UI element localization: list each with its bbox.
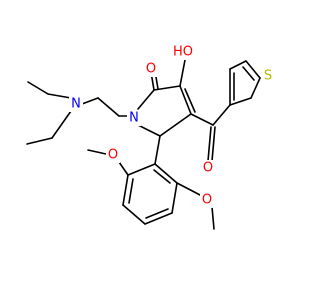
bond — [229, 60, 247, 70]
bond — [26, 137, 53, 145]
bond — [137, 124, 161, 137]
bond — [137, 89, 155, 110]
bond — [154, 163, 178, 184]
bond — [245, 60, 261, 79]
bond — [87, 149, 107, 155]
bond — [154, 135, 161, 165]
label-backdrop — [201, 160, 215, 176]
ring-nitrogen-label: N — [129, 111, 139, 126]
bond — [171, 182, 178, 214]
bond — [118, 161, 129, 176]
bond — [184, 88, 196, 113]
thiophene-sulfur-label: S — [264, 69, 272, 84]
bond — [250, 77, 261, 99]
bond — [144, 212, 173, 225]
bond — [242, 66, 255, 81]
bond — [190, 113, 214, 126]
hydroxyl-label: HO — [173, 45, 193, 60]
bond — [211, 126, 216, 162]
bond — [122, 204, 146, 225]
label-backdrop — [144, 61, 158, 77]
molecule-structure: N N O HO O S O O — [26, 44, 275, 230]
bond — [81, 97, 99, 105]
bond — [47, 93, 72, 99]
bond — [229, 97, 252, 106]
label-backdrop — [200, 192, 214, 208]
bond — [212, 104, 231, 126]
methoxy-oxygen-label: O — [108, 148, 118, 163]
label-backdrop — [106, 147, 120, 163]
label-backdrop — [261, 68, 275, 84]
bond — [122, 174, 129, 206]
bond — [145, 208, 169, 219]
bond — [176, 182, 203, 197]
label-backdrop — [127, 110, 141, 126]
bond — [97, 97, 120, 117]
label-backdrop — [69, 96, 83, 112]
amine-nitrogen-label: N — [71, 97, 81, 112]
carbonyl-oxygen-label: O — [146, 62, 156, 77]
ketone-oxygen-label: O — [203, 161, 213, 176]
bond — [159, 113, 192, 137]
bond — [211, 206, 215, 230]
methoxy-oxygen-label: O — [202, 193, 212, 208]
bond — [128, 178, 134, 204]
bond — [127, 163, 156, 176]
bond — [179, 85, 192, 115]
bonds — [26, 59, 261, 230]
bond — [179, 59, 186, 87]
bond — [51, 110, 72, 139]
bond — [207, 126, 212, 162]
atom-labels: N N O HO O S O O — [69, 44, 275, 208]
label-backdrop — [170, 44, 196, 60]
bond — [153, 169, 171, 184]
bond — [27, 81, 49, 95]
